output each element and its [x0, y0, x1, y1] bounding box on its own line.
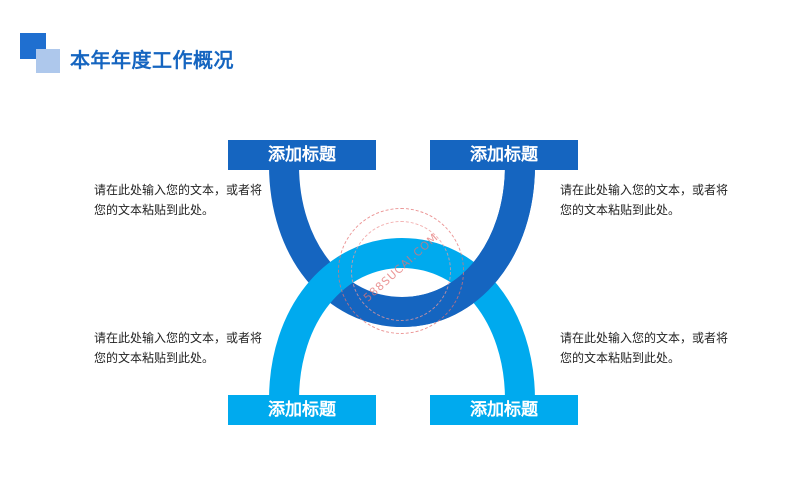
watermark-inner-ring	[351, 221, 451, 321]
label-top-left: 添加标题	[268, 145, 336, 165]
label-bar-bottom-left	[228, 395, 376, 425]
label-bottom-left: 添加标题	[268, 400, 336, 420]
text-right-top: 请在此处输入您的文本，或者将您的文本粘贴到此处。	[560, 183, 729, 217]
text-left-top: 请在此处输入您的文本，或者将您的文本粘贴到此处。	[94, 183, 263, 217]
label-bar-top-right	[430, 140, 578, 170]
label-bar-bottom-right	[430, 395, 578, 425]
logo-squares	[20, 33, 62, 75]
logo-square-light	[36, 49, 60, 73]
label-bar-top-left	[228, 140, 376, 170]
label-bottom-right: 添加标题	[470, 400, 538, 420]
text-right-bottom: 请在此处输入您的文本，或者将您的文本粘贴到此处。	[560, 331, 729, 365]
text-left-bottom: 请在此处输入您的文本，或者将您的文本粘贴到此处。	[94, 331, 263, 365]
watermark-stamp: 588SUCAI.COM	[338, 208, 464, 334]
label-top-right: 添加标题	[470, 145, 538, 165]
page-title: 本年年度工作概况	[70, 48, 234, 72]
